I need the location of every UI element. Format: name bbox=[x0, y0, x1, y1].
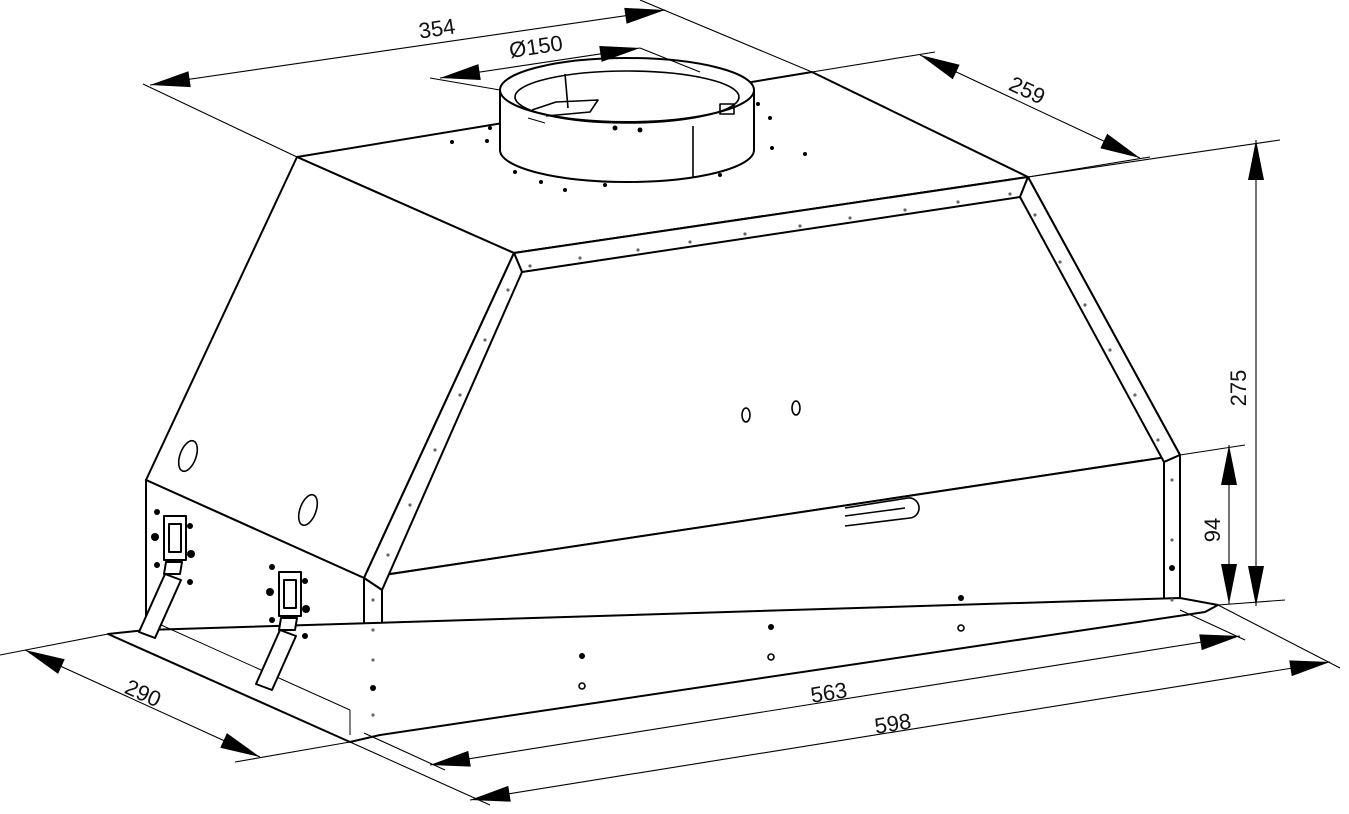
dimension-563: 563 bbox=[363, 609, 1246, 773]
dimension-275: 275 bbox=[1027, 139, 1286, 606]
mounting-clip-left bbox=[138, 509, 195, 639]
top-panel-holes bbox=[450, 102, 807, 192]
dimension-354: 354 bbox=[142, 0, 813, 158]
dimension-label-275: 275 bbox=[1226, 370, 1251, 407]
base-plate bbox=[107, 597, 1219, 743]
dimension-94: 94 bbox=[1179, 444, 1246, 604]
front-panel-details bbox=[578, 400, 965, 690]
dimension-label-259: 259 bbox=[1005, 71, 1049, 109]
dimension-label-354: 354 bbox=[417, 14, 457, 44]
duct-collar bbox=[499, 57, 755, 183]
left-side-details bbox=[138, 439, 319, 691]
dimension-598: 598 bbox=[349, 604, 1341, 808]
dimension-label-d150: Ø150 bbox=[507, 30, 564, 63]
mounting-clip-right bbox=[255, 564, 310, 691]
hood-body bbox=[107, 71, 1219, 743]
dimension-label-563: 563 bbox=[809, 677, 849, 707]
dimension-label-598: 598 bbox=[873, 708, 913, 738]
dimension-label-94: 94 bbox=[1200, 518, 1225, 542]
handle-slot bbox=[844, 497, 920, 527]
dimension-label-290: 290 bbox=[121, 674, 165, 712]
cable-hole-right bbox=[297, 493, 319, 527]
flange-screw-dots bbox=[370, 192, 1175, 717]
cable-hole-left bbox=[177, 439, 199, 473]
